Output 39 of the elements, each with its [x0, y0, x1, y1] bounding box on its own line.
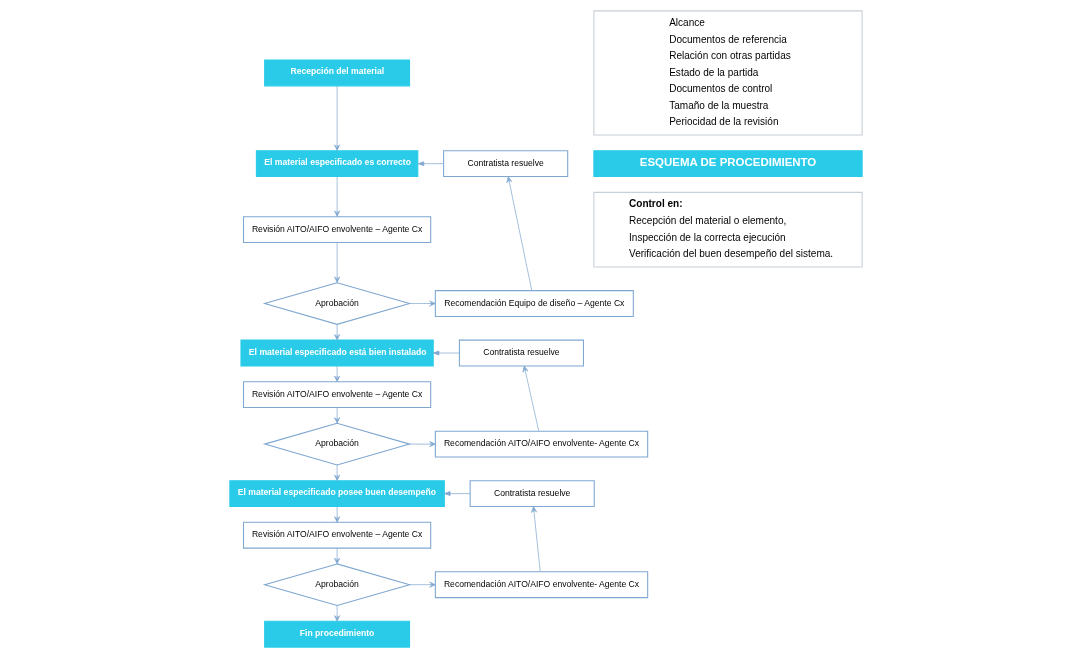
arrow	[333, 324, 340, 341]
node-box: Revisión AITO/AIFO envolvente – Agente Cx	[242, 521, 431, 549]
arrow	[417, 161, 444, 167]
node-box: Recepción del material	[263, 59, 410, 87]
arrow	[522, 365, 539, 432]
node-diamond: Aprobación	[262, 282, 411, 325]
arrow	[333, 506, 340, 523]
node-box: ESQUEMA DE PROCEDIMIENTO	[592, 150, 863, 178]
node-box: Control en: Recepción del material o elemento, Inspección de la correcta ejecución Verificación del buen desempeño del sistema.	[592, 191, 863, 268]
arrow	[333, 464, 340, 482]
node-box: Contratista resuelve	[442, 150, 568, 178]
node-box: Revisión AITO/AIFO envolvente – Agente Cx	[242, 381, 431, 409]
node-box: El material especificado posee buen desempeño	[228, 480, 445, 508]
arrow	[505, 176, 532, 291]
arrow	[333, 85, 340, 151]
node-box: Recomendación AITO/AIFO envolvente- Agente Cx	[434, 430, 648, 458]
arrow	[333, 605, 340, 622]
node-diamond: Aprobación	[262, 563, 411, 607]
arrow	[333, 547, 340, 565]
arrow	[443, 491, 470, 496]
node-box: Revisión AITO/AIFO envolvente – Agente Cx	[242, 216, 431, 244]
arrow	[333, 407, 340, 424]
arrow	[408, 441, 436, 448]
arrow	[333, 365, 340, 383]
arrow	[333, 176, 340, 217]
node-diamond: Aprobación	[262, 422, 411, 466]
arrow	[333, 242, 340, 283]
node-box: El material especificado es correcto	[255, 150, 418, 178]
node-box: Fin procedimiento	[263, 620, 410, 648]
node-box: Recomendación Equipo de diseño – Agente Cx	[434, 290, 634, 317]
node-box: Contratista resuelve	[458, 339, 584, 367]
node-box: Recomendación AITO/AIFO envolvente- Agente Cx	[434, 571, 648, 599]
node-box: El material especificado está bien instalado	[239, 339, 434, 367]
arrow	[408, 581, 436, 588]
node-box: Contratista resuelve	[469, 480, 595, 508]
arrow	[408, 300, 436, 307]
arrow	[432, 350, 459, 356]
node-box: Alcance Documentos de referencia Relación con otras partidas Estado de la partida Documentos de control Tamaño de la muestra Periocidad de la revisión	[592, 10, 863, 136]
arrow	[530, 506, 541, 572]
